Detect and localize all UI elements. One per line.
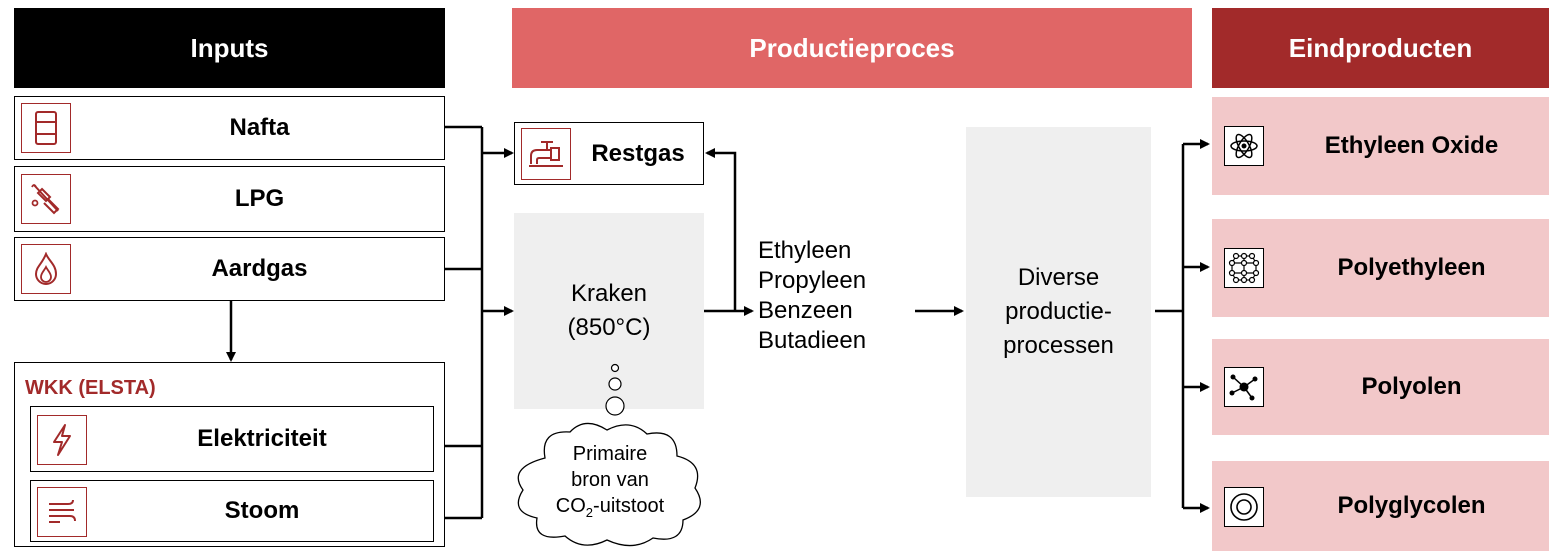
ring-icon xyxy=(1224,487,1264,527)
cloud-co: CO xyxy=(555,495,586,517)
kraken-temperature: (850°C) xyxy=(567,314,651,341)
output-polyglycolen: Polyglycolen xyxy=(1212,461,1549,551)
process-header: Productieproces xyxy=(512,8,1192,88)
emission-cloud-text: Primaire bron van CO2-uitstoot xyxy=(530,441,690,526)
outputs-header-label: Eindproducten xyxy=(1288,32,1473,63)
intermediate-item: Ethyleen xyxy=(758,237,852,264)
gas-tap-icon xyxy=(521,128,571,180)
input-lpg-label: LPG xyxy=(234,185,285,212)
fuel-nozzle-icon xyxy=(21,174,71,224)
output-ethyleen-oxide: Ethyleen Oxide xyxy=(1212,97,1549,195)
input-aardgas-label: Aardgas xyxy=(211,255,308,282)
steam-icon xyxy=(37,487,87,537)
output-polyolen: Polyolen xyxy=(1212,339,1549,435)
input-aardgas: Aardgas xyxy=(14,237,445,301)
diverse-line-1: Diverse xyxy=(1017,264,1100,291)
input-lpg: LPG xyxy=(14,166,445,232)
wkk-stoom-label: Stoom xyxy=(224,497,300,524)
cloud-line-1: Primaire xyxy=(572,443,648,465)
wkk-elektriciteit-label: Elektriciteit xyxy=(197,425,327,452)
molecule-node-icon xyxy=(1224,367,1264,407)
lightning-icon xyxy=(37,415,87,465)
output-polyethyleen: Polyethyleen xyxy=(1212,219,1549,317)
wkk-title: WKK (ELSTA) xyxy=(25,377,156,399)
restgas-box: Restgas xyxy=(514,122,704,185)
output-polyethyleen-label: Polyethyleen xyxy=(1337,254,1486,281)
molecule-network-icon xyxy=(1224,248,1264,288)
wkk-item-elektriciteit: Elektriciteit xyxy=(30,406,434,472)
thought-bubbles xyxy=(605,363,625,416)
kraken-box: Kraken (850°C) xyxy=(514,213,704,409)
intermediate-item: Butadieen xyxy=(758,327,867,354)
restgas-label: Restgas xyxy=(591,139,685,167)
output-polyolen-label: Polyolen xyxy=(1361,373,1462,400)
outputs-header: Eindproducten xyxy=(1212,8,1549,88)
cloud-line-2: bron van xyxy=(571,469,649,491)
cloud-co-subscript: 2 xyxy=(585,505,594,520)
emission-cloud xyxy=(517,422,701,547)
cloud-suffix: -uitstoot xyxy=(593,495,665,517)
fuel-barrel-icon xyxy=(21,103,71,153)
output-polyglycolen-label: Polyglycolen xyxy=(1337,492,1486,519)
inputs-header: Inputs xyxy=(14,8,445,88)
cloud-line-3: CO2-uitstoot xyxy=(530,493,690,526)
input-nafta: Nafta xyxy=(14,96,445,160)
flame-icon xyxy=(21,244,71,294)
kraken-label: Kraken xyxy=(570,280,648,307)
intermediate-item: Propyleen xyxy=(758,267,867,294)
wkk-container: WKK (ELSTA) Elektriciteit Stoom xyxy=(14,362,445,547)
diverse-box: Diverse productie- processen xyxy=(966,127,1151,497)
intermediates-list: Ethyleen Propyleen Benzeen Butadieen xyxy=(758,236,918,356)
connector-recycle xyxy=(705,148,737,311)
process-header-label: Productieproces xyxy=(749,32,955,63)
output-ethyleen-oxide-label: Ethyleen Oxide xyxy=(1324,132,1499,159)
diverse-line-2: productie- xyxy=(1005,298,1112,325)
atom-icon xyxy=(1224,126,1264,166)
inputs-header-label: Inputs xyxy=(190,32,269,63)
input-nafta-label: Nafta xyxy=(229,114,290,141)
intermediate-item: Benzeen xyxy=(758,297,853,324)
wkk-item-stoom: Stoom xyxy=(30,480,434,542)
diverse-line-3: processen xyxy=(1003,332,1114,359)
